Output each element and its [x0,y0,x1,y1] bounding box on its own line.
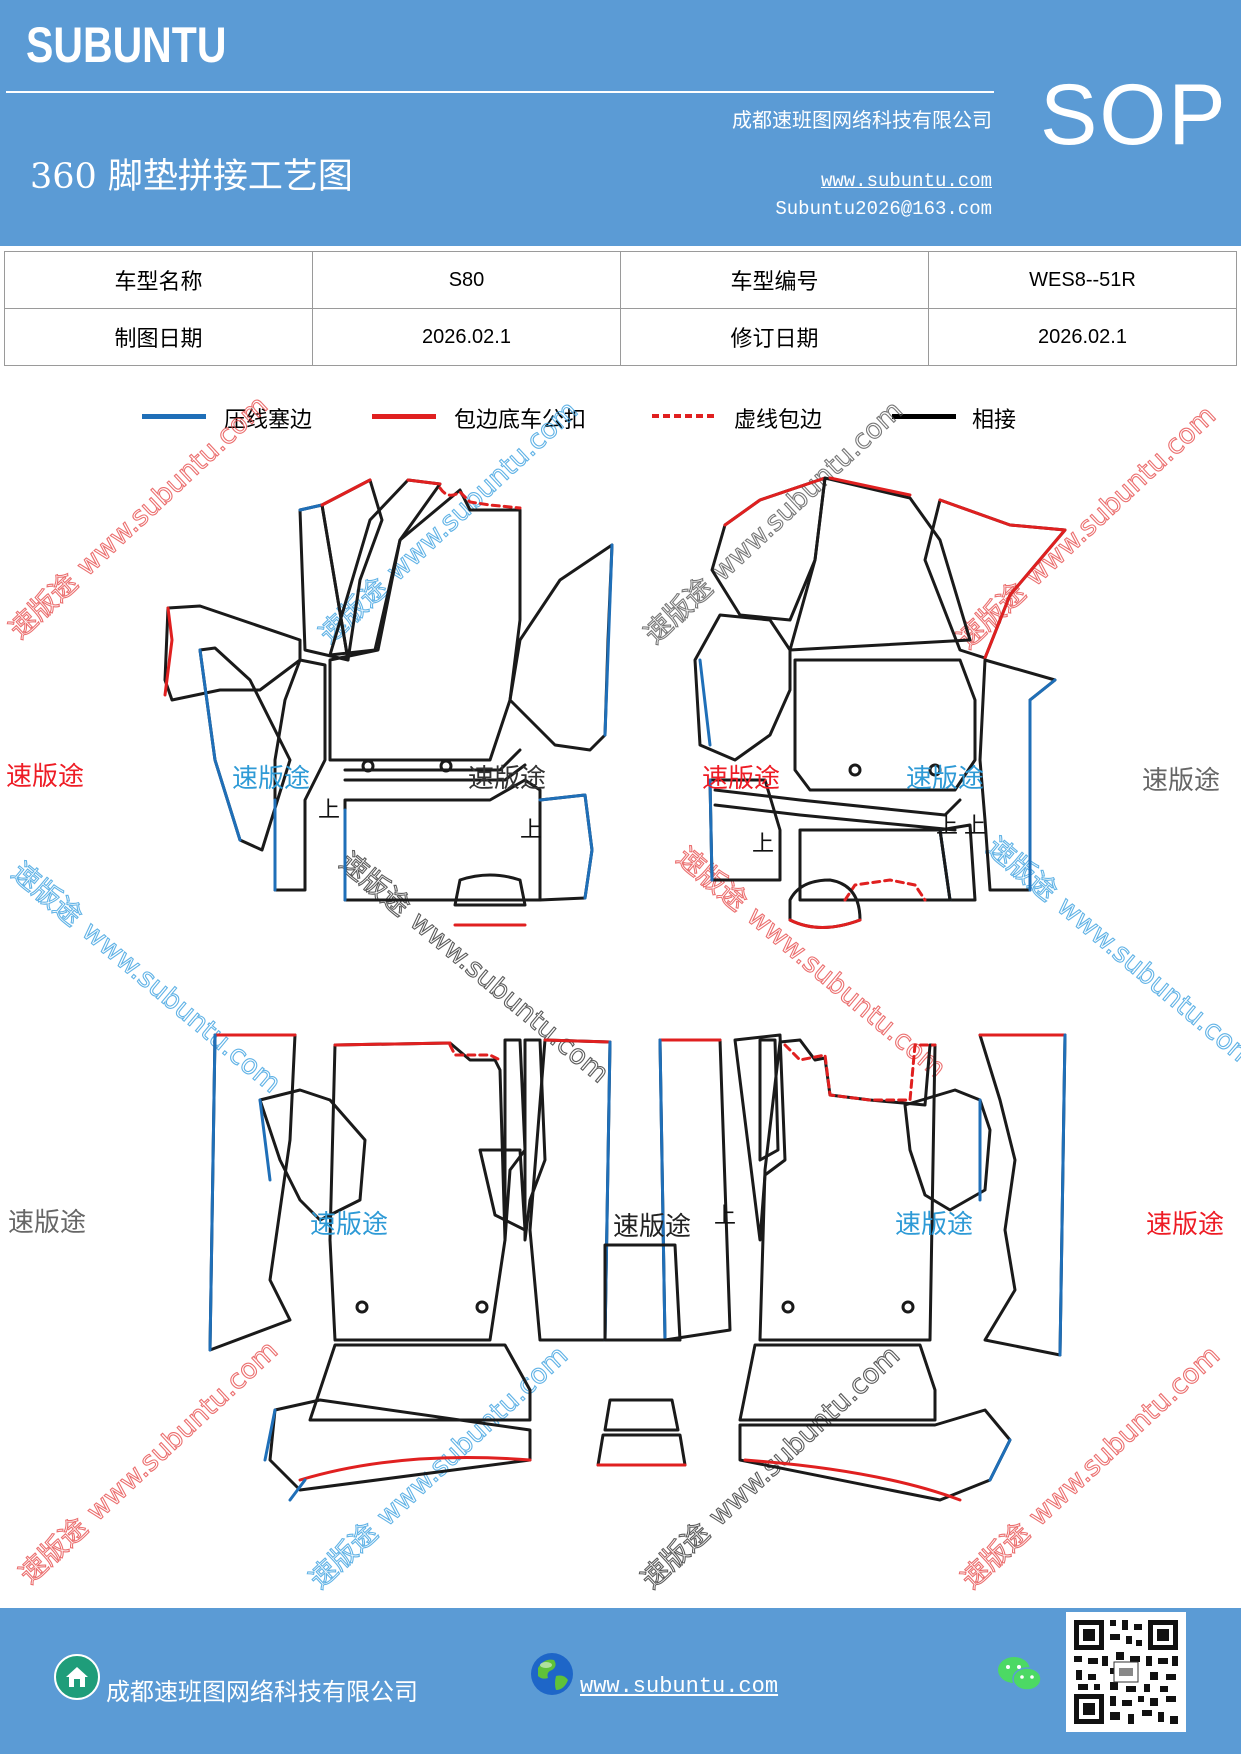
legend-swatch-blue [142,414,206,419]
brand-label-red: 速版途 [702,764,781,794]
brand-label-gray: 速版途 [8,1208,87,1238]
header-divider [6,91,994,93]
legend-label: 压线塞边 [224,408,313,433]
brand-label-red: 速版途 [6,762,85,792]
up-marker: 上 [752,832,775,857]
legend-item-binding: 包边底车公扣 [372,402,612,436]
mat-assembly-front-left [163,478,614,927]
brand-logo: SUBUNTU [26,17,227,73]
model-name-value: S80 [312,251,621,309]
legend-swatch-black [892,414,956,419]
up-marker: 上 [936,814,959,839]
legend-swatch-red [372,414,436,419]
brand-label-red: 速版途 [1146,1210,1225,1240]
sop-badge: SOP [1040,67,1228,163]
up-marker: 上 [964,814,987,839]
website-link[interactable]: www.subuntu.com [820,170,992,192]
brand-label-blue: 速版途 [895,1210,974,1240]
revision-date-value: 2026.02.1 [928,308,1237,366]
up-marker: 上 [318,798,341,823]
drawing-date-label: 制图日期 [4,308,313,366]
brand-label-dark: 速版途 [613,1212,692,1242]
legend-swatch-red-dashed [652,414,716,418]
brand-label-gray: 速版途 [1142,766,1221,796]
brand-label-blue: 速版途 [310,1210,389,1240]
model-code-value: WES8--51R [928,251,1237,309]
legend-item-press-line: 压线塞边 [142,402,342,436]
legend-item-dashed-binding: 虚线包边 [652,402,852,436]
globe-icon [531,1653,573,1695]
drawing-date-value: 2026.02.1 [312,308,621,366]
footer-website-link[interactable]: www.subuntu.com [580,1674,779,1699]
wechat-icon [998,1657,1042,1691]
legend-label: 包边底车公扣 [454,408,587,433]
email-address: Subuntu2026@163.com [775,198,992,220]
table-row: 车型名称 S80 车型编号 WES8--51R [4,251,1237,309]
mat-assembly-front-right [693,476,1067,929]
qr-code-icon[interactable] [1066,1612,1186,1732]
vehicle-info-table: 车型名称 S80 车型编号 WES8--51R 制图日期 2026.02.1 修… [4,251,1237,366]
mat-assembly-rear-right [733,1033,1067,1502]
company-name: 成都速班图网络科技有限公司 [732,108,992,132]
legend-label: 相接 [972,408,1017,433]
up-marker: 上 [714,1204,737,1229]
footer-company-name: 成都速班图网络科技有限公司 [106,1678,418,1706]
table-row: 制图日期 2026.02.1 修订日期 2026.02.1 [4,308,1237,366]
brand-label-blue: 速版途 [906,764,985,794]
model-code-label: 车型编号 [620,251,929,309]
header-banner [0,0,1241,246]
brand-label-blue: 速版途 [232,764,311,794]
brand-label-gray: 速版途 [468,764,547,794]
legend-item-joint: 相接 [892,402,1042,436]
model-name-label: 车型名称 [4,251,313,309]
up-marker: 上 [520,818,543,843]
mat-assembly-rear-center [596,1038,732,1467]
home-icon [54,1654,100,1700]
revision-date-label: 修订日期 [620,308,929,366]
page-title: 360 脚垫拼接工艺图 [30,157,353,197]
mat-assembly-rear-left [208,1033,612,1502]
legend-label: 虚线包边 [734,408,823,433]
